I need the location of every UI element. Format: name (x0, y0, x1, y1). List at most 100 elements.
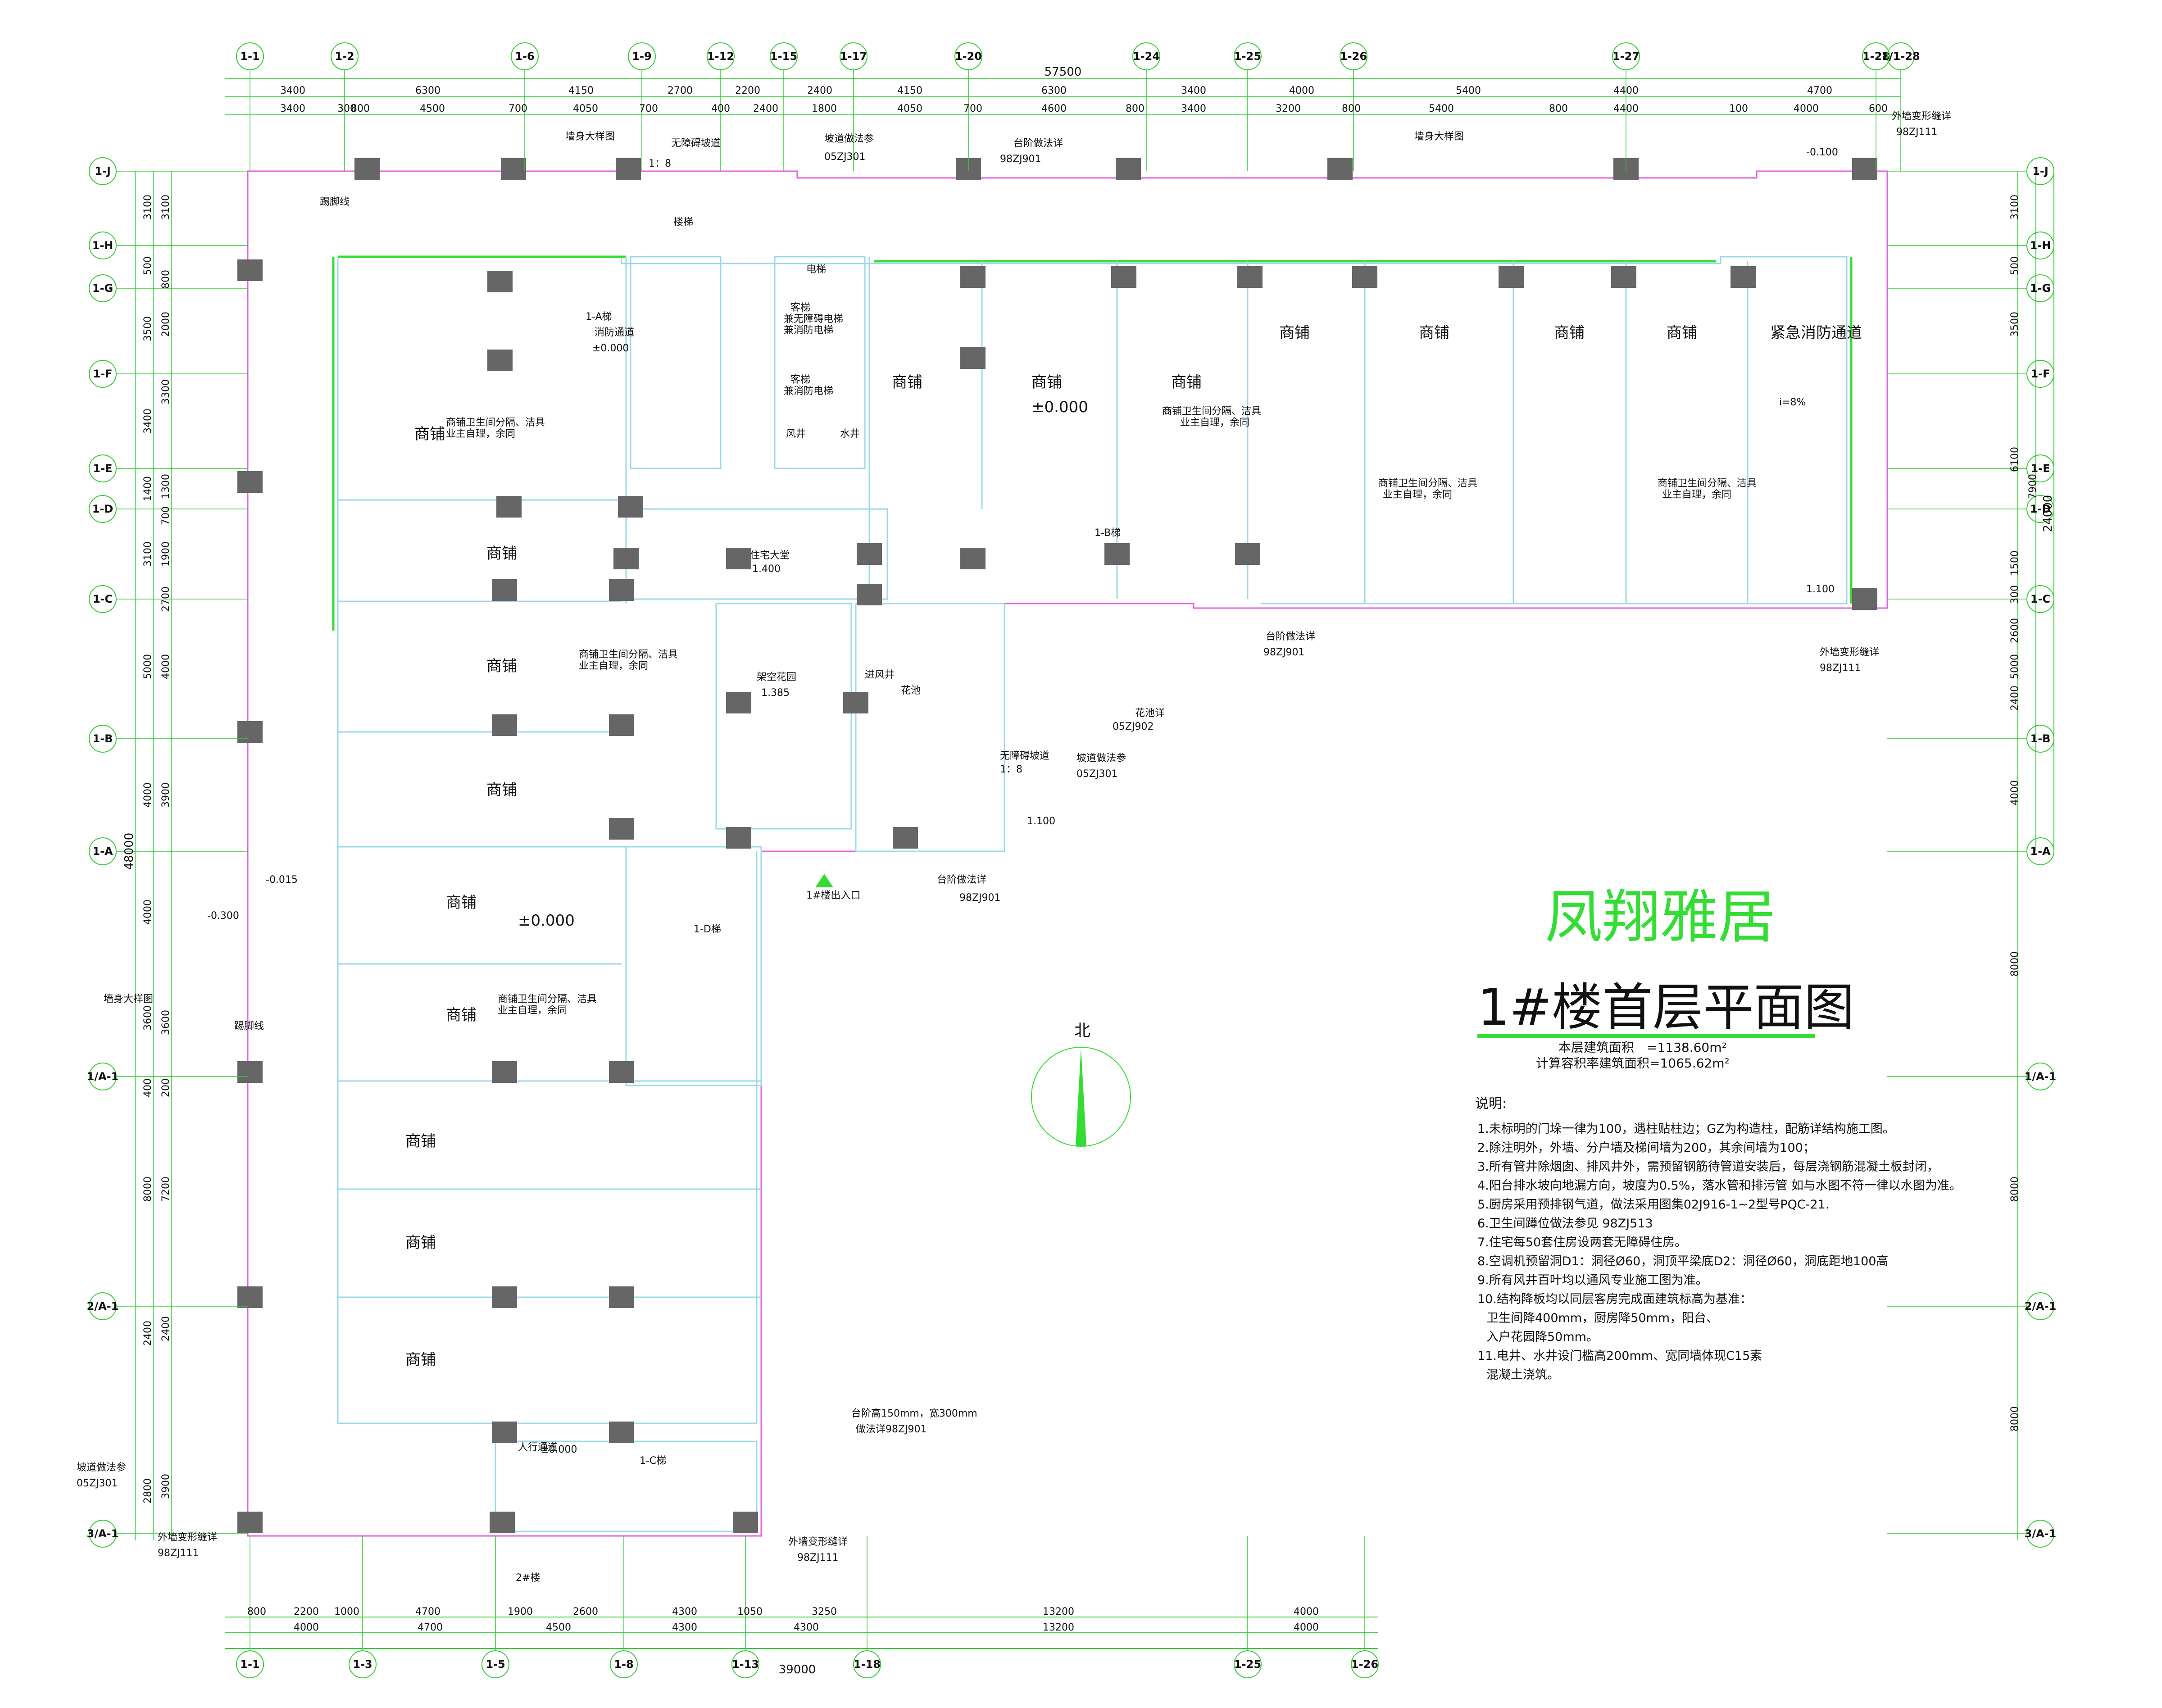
axis-label: 1/1-28 (1881, 50, 1920, 63)
column (857, 543, 882, 565)
axis-label: 1-26 (1351, 1658, 1378, 1671)
gutter-ref: 踢脚线 (320, 196, 350, 208)
slope-code-ref: 05ZJ301 (77, 1478, 118, 1489)
ext-wall-code: 98ZJ111 (158, 1548, 199, 1559)
axis-bubble-left: 1-G (89, 274, 117, 302)
dim-bottom-row1: 1050 (737, 1606, 763, 1617)
column (237, 1286, 263, 1308)
column (492, 579, 517, 601)
dim-top-row2: 800 (1126, 103, 1145, 114)
axis-label: 1-12 (707, 50, 734, 63)
axis-bubble-right: 1-A (2026, 837, 2054, 865)
entrance-arrow-icon (815, 874, 833, 887)
wind-well-label: 风井 (786, 428, 806, 440)
dim-top-row1: 4400 (1613, 85, 1639, 96)
stair-1b-label: 1-B梯 (1095, 527, 1121, 539)
column (613, 548, 639, 569)
dim-bottom-row2: 4700 (418, 1622, 443, 1633)
axis-label: 1-D (92, 503, 114, 515)
dim-right-row1: 7900 (2027, 474, 2039, 499)
axis-label: 2/A-1 (2025, 1300, 2057, 1313)
north-label: 北 (1074, 1022, 1090, 1040)
dim-left-row2: 1300 (160, 474, 172, 499)
axis-label: 1-27 (1612, 50, 1640, 63)
shop-label: 商铺 (414, 425, 445, 443)
column (609, 818, 634, 840)
dim-top-row2: 700 (509, 103, 527, 114)
dim-top-row2: 3400 (1181, 103, 1206, 114)
dim-left-row1: 4000 (142, 782, 154, 808)
axis-bubble-left: 1-C (89, 585, 117, 613)
toilet-note2: 业主自理，余同 (498, 1005, 567, 1016)
ext-wall-code: 98ZJ111 (1896, 127, 1938, 138)
shop-label: 商铺 (446, 894, 477, 912)
column (492, 714, 517, 736)
axis-bubble-right: 2/A-1 (2025, 1292, 2057, 1320)
dim-top-row1: 6300 (1041, 85, 1067, 96)
column (726, 827, 751, 849)
dimension-lines (135, 78, 2054, 1649)
slope-detail-ref: 坡道做法参 (1076, 753, 1126, 764)
dim-right-row1: 300 (2009, 585, 2021, 604)
axis-label: 3/A-1 (2025, 1527, 2057, 1540)
toilet-note: 商铺卫生间分隔、洁具 (446, 417, 545, 428)
level-m0300: -0.300 (207, 910, 239, 922)
axis-bubble-top: 1-25 (1234, 42, 1262, 70)
toilet-note2: 业主自理，余同 (1662, 489, 1731, 500)
slope-code-ref: 05ZJ301 (1076, 768, 1118, 780)
ramp-ratio: 1：8 (1000, 764, 1022, 775)
elevator-label: 电梯 (806, 264, 826, 275)
dim-top-row2: 400 (711, 103, 730, 114)
dim-top-row2: 800 (351, 103, 370, 114)
slope-code-ref: 05ZJ301 (824, 151, 866, 163)
axis-label: 1-17 (840, 50, 867, 63)
axis-bubble-left: 2/A-1 (87, 1292, 118, 1320)
wall-detail-ref: 墙身大样图 (1414, 131, 1464, 142)
dim-top-row2: 800 (1549, 103, 1568, 114)
dim-top-row1: 2700 (668, 85, 693, 96)
column (237, 1512, 263, 1533)
dim-left-row2: 3300 (160, 379, 172, 404)
drawing-title: 1#楼首层平面图 (1477, 978, 1854, 1037)
reference-callouts: 墙身大样图 墙身大样图 墙身大样图 无障碍坡道 1：8 坡道做法参 05ZJ30… (77, 111, 1951, 1563)
flower-detail-ref: 花池详 (1135, 708, 1165, 719)
dim-right-row1: 1500 (2009, 550, 2021, 576)
ext-wall-ref: 外墙变形缝详 (1820, 647, 1879, 658)
dim-top-row1: 4150 (897, 85, 922, 96)
step-detail-ref: 台阶做法详 (1266, 631, 1315, 642)
dim-top-row1: 3400 (280, 85, 305, 96)
column (843, 692, 868, 713)
step-detail-ref: 台阶做法详 (937, 874, 986, 886)
slope-label: i=8% (1779, 397, 1806, 408)
note-line: 1.未标明的门垛一律为100，遇柱贴柱边；GZ为构造柱，配筋详结构施工图。 (1477, 1122, 1895, 1136)
axis-bubble-bottom: 1-26 (1351, 1650, 1379, 1678)
ext-wall-code: 98ZJ111 (1820, 663, 1861, 674)
axis-bubble-bottom: 1-5 (481, 1650, 509, 1678)
dim-top-row2: 4600 (1041, 103, 1067, 114)
axis-label: 1-8 (614, 1658, 633, 1671)
level-zero: ±0.000 (592, 343, 629, 354)
water-well-label: 水井 (840, 428, 860, 440)
shop-label: 商铺 (405, 1234, 436, 1252)
shop-label: 商铺 (1031, 373, 1062, 391)
lift1-label: 客梯 (790, 302, 810, 313)
toilet-note: 商铺卫生间分隔、洁具 (579, 649, 678, 660)
shop-label: 商铺 (892, 373, 922, 391)
dim-top-row1: 3400 (1181, 85, 1206, 96)
dim-left-row1: 3600 (142, 1005, 154, 1031)
toilet-note: 商铺卫生间分隔、洁具 (1378, 478, 1477, 489)
axis-label: 1-H (92, 239, 114, 252)
dim-left-row1: 3100 (142, 195, 154, 220)
lift2-sub-label: 兼消防电梯 (784, 386, 833, 397)
dim-bottom-row1: 800 (247, 1606, 266, 1617)
column (1731, 266, 1756, 288)
axis-bubble-left: 1-B (89, 725, 117, 753)
note-line: 10.结构降板均以同层客房完成面建筑标高为基准： (1477, 1292, 1752, 1306)
people-passage-label: 人行通道 (518, 1442, 558, 1453)
axis-bubble-right: 1-B (2026, 725, 2054, 753)
dim-top-row2: 3400 (280, 103, 305, 114)
dim-bottom-row1: 1900 (508, 1606, 533, 1617)
